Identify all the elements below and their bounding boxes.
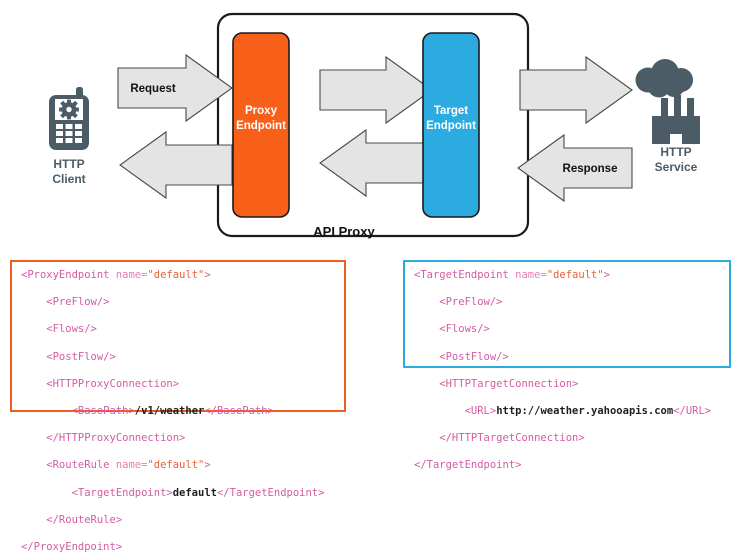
code-token-attr: name=	[515, 269, 547, 281]
code-line: </HTTPProxyConnection>	[21, 432, 335, 446]
http-service-label-line2: Service	[655, 160, 698, 174]
code-line: <HTTPProxyConnection>	[21, 378, 335, 392]
api-proxy-caption: API Proxy	[313, 224, 375, 239]
arrow-target-to-service	[519, 55, 633, 125]
target-endpoint-label-line1: Target	[434, 105, 468, 117]
http-client-label-line1: HTTP	[53, 157, 84, 171]
http-client-label-line2: Client	[52, 172, 85, 186]
request-arrow-label: Request	[130, 83, 176, 95]
target-endpoint-label-line2: Endpoint	[426, 120, 476, 132]
proxy-endpoint-box[interactable]	[232, 32, 290, 218]
code-line: </ProxyEndpoint>	[21, 541, 335, 554]
code-token-tag: <URL>	[414, 404, 497, 417]
code-line: <TargetEndpoint name="default">	[414, 269, 720, 283]
code-line: </HTTPTargetConnection>	[414, 432, 720, 446]
proxy-endpoint-label-line1: Proxy	[245, 105, 278, 117]
code-token-tag: <HTTPProxyConnection>	[21, 377, 180, 390]
code-line: <HTTPTargetConnection>	[414, 378, 720, 392]
api-proxy-diagram: Proxy Endpoint Target Endpoint API Proxy…	[0, 0, 737, 250]
arrow-proxy-to-client	[119, 130, 233, 200]
code-token-tag: <PreFlow/>	[21, 296, 110, 309]
target-endpoint-code-panel[interactable]: <TargetEndpoint name="default"> <PreFlow…	[403, 260, 731, 471]
code-token-tag: </TargetEndpoint>	[414, 459, 522, 472]
code-line: <Flows/>	[414, 323, 720, 337]
code-token-tag: <TargetEndpoint>	[21, 486, 173, 499]
code-token-tag: <TargetEndpoint	[414, 269, 516, 281]
code-line: <ProxyEndpoint name="default">	[21, 269, 335, 283]
target-endpoint-box[interactable]	[422, 32, 480, 218]
code-token-val: "default"	[147, 459, 205, 472]
proxy-endpoint-code-panel[interactable]: <ProxyEndpoint name="default"> <PreFlow/…	[10, 260, 346, 553]
code-token-tag: <PostFlow/>	[414, 350, 509, 363]
code-line: <BasePath>/v1/weather</BasePath>	[21, 405, 335, 419]
response-arrow-label: Response	[563, 163, 618, 175]
code-token-txt: default	[172, 486, 217, 499]
code-line: <PreFlow/>	[21, 296, 335, 310]
code-line: </RouteRule>	[21, 514, 335, 528]
code-token-tag: >	[204, 269, 211, 281]
code-token-tag: >	[204, 459, 211, 472]
arrow-request	[117, 53, 233, 123]
code-token-tag: <ProxyEndpoint	[21, 269, 116, 281]
code-line: <PostFlow/>	[414, 351, 720, 365]
http-service-label-line1: HTTP	[660, 145, 691, 159]
code-line: <Flows/>	[21, 323, 335, 337]
arrow-response	[517, 133, 633, 203]
proxy-endpoint-label-line2: Endpoint	[236, 120, 286, 132]
code-token-tag: </BasePath>	[204, 404, 274, 417]
code-token-tag: >	[603, 269, 610, 281]
code-token-val: "default"	[147, 269, 205, 281]
code-token-txt: http://weather.yahooapis.com	[496, 404, 674, 417]
code-token-tag: </HTTPTargetConnection>	[414, 432, 585, 445]
arrow-proxy-to-target	[319, 55, 433, 125]
code-token-attr: name=	[115, 459, 148, 472]
code-token-attr: name=	[115, 269, 148, 281]
arrow-target-to-proxy	[319, 128, 433, 198]
code-token-tag: <HTTPTargetConnection>	[414, 377, 579, 390]
code-line: <PreFlow/>	[414, 296, 720, 310]
code-token-tag: </URL>	[673, 404, 712, 417]
factory-cloud-icon	[635, 59, 700, 144]
code-line: <TargetEndpoint>default</TargetEndpoint>	[21, 487, 335, 501]
code-token-val: "default"	[546, 269, 604, 281]
code-line: <RouteRule name="default">	[21, 459, 335, 473]
code-token-tag: <PostFlow/>	[21, 350, 116, 363]
code-token-tag: <BasePath>	[21, 404, 135, 417]
code-line: <PostFlow/>	[21, 351, 335, 365]
code-token-txt: /v1/weather	[134, 404, 205, 417]
code-token-tag: <PreFlow/>	[414, 296, 503, 309]
code-line: <URL>http://weather.yahooapis.com</URL>	[414, 405, 720, 419]
code-token-tag: </RouteRule>	[21, 513, 123, 526]
mobile-phone-gear-icon	[49, 87, 89, 150]
code-token-tag: </HTTPProxyConnection>	[21, 432, 186, 445]
code-token-tag: <Flows/>	[21, 323, 97, 336]
code-token-tag: <RouteRule	[21, 459, 116, 472]
code-token-tag: </ProxyEndpoint>	[21, 540, 123, 553]
code-token-tag: </TargetEndpoint>	[216, 486, 325, 499]
code-line: </TargetEndpoint>	[414, 459, 720, 473]
code-token-tag: <Flows/>	[414, 323, 490, 336]
